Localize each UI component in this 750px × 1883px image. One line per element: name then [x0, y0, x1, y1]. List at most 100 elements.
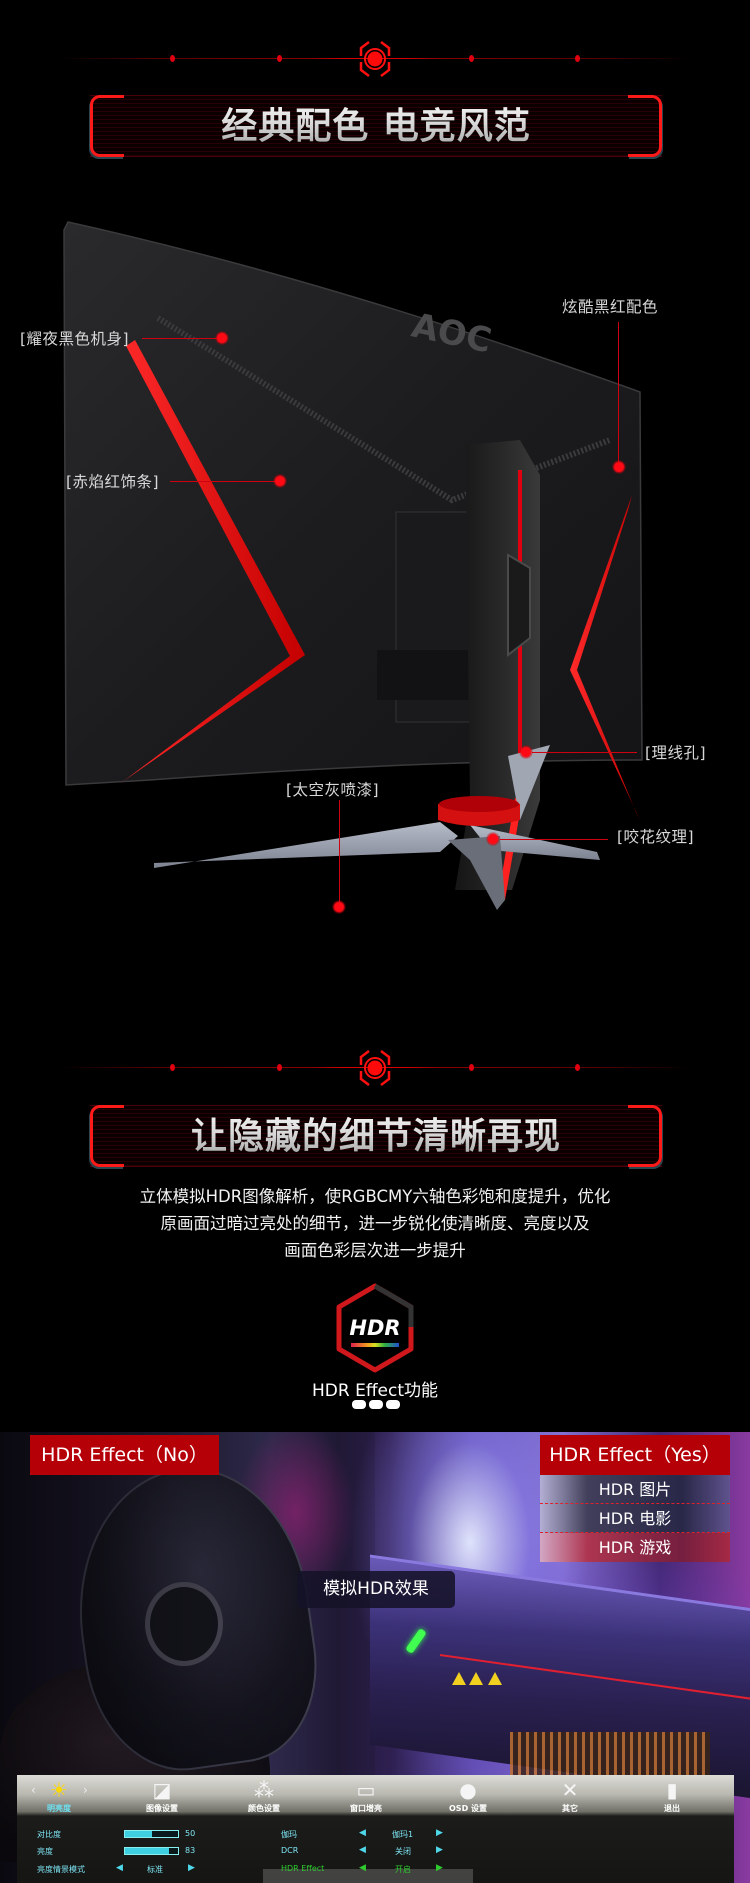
image-settings-icon: ◪ — [152, 1778, 172, 1802]
right-arrow-icon[interactable]: ▶ — [436, 1863, 443, 1873]
annotation-trim-label: [赤焰红饰条] — [66, 473, 160, 491]
hdr-mode-movie: HDR 电影 — [540, 1504, 730, 1533]
divider-dot — [575, 1064, 580, 1071]
gamma-value: 伽玛1 — [392, 1830, 414, 1839]
hdr-effect-on-label: HDR Effect（Yes） — [540, 1435, 730, 1475]
section-title: 经典配色 电竞风范 — [90, 96, 662, 158]
divider-dot — [170, 1064, 175, 1071]
right-arrow-icon[interactable]: ▶ — [436, 1828, 443, 1838]
osd-row-hdr-effect-label: HDR Effect — [281, 1864, 325, 1873]
banner-bracket-right — [628, 1105, 662, 1167]
warning-triangle-icon — [469, 1672, 483, 1685]
divider-dot — [170, 55, 175, 62]
target-emblem-icon — [359, 1050, 391, 1086]
osd-row-contrast-label: 对比度 — [37, 1830, 61, 1839]
banner-bracket-left — [90, 95, 124, 157]
divider-dot — [277, 1064, 282, 1071]
description-line: 画面色彩层次进一步提升 — [284, 1241, 466, 1260]
hdr-badge-caption: HDR Effect功能 — [311, 1381, 438, 1401]
color-settings-icon: ⁂ — [254, 1778, 274, 1802]
hdr-effect-selection-highlight — [263, 1869, 473, 1883]
divider-dot — [469, 1064, 474, 1071]
target-emblem-icon — [359, 41, 391, 77]
annotation-texture-dot — [486, 832, 500, 846]
section-divider — [60, 41, 690, 77]
annotation-texture-line — [500, 839, 608, 840]
annotation-paint-line — [339, 800, 340, 904]
right-arrow-icon[interactable]: ▶ — [188, 1863, 195, 1873]
brightness-value: 83 — [185, 1846, 196, 1855]
annotation-trim-line — [170, 481, 276, 482]
osd-settings-icon: ● — [459, 1778, 477, 1802]
carousel-indicator — [352, 1400, 400, 1409]
annotation-body-label: [耀夜黑色机身] — [20, 330, 130, 348]
osd-tab-color-settings[interactable]: ⁂ 颜色设置 — [219, 1777, 309, 1814]
hdr-badge-icon: HDR — [336, 1283, 414, 1373]
hdr-mode-picture: HDR 图片 — [540, 1475, 730, 1504]
tools-icon: ✕ — [561, 1778, 579, 1802]
annotation-body-line — [142, 338, 218, 339]
left-arrow-icon[interactable]: ◀ — [359, 1828, 366, 1838]
annotation-body-dot — [215, 331, 229, 345]
brightness-slider[interactable] — [124, 1847, 179, 1855]
osd-tab-exit[interactable]: ▮ 退出 — [627, 1777, 717, 1814]
divider-dot — [575, 55, 580, 62]
annotation-paint-label: [太空灰喷漆] — [286, 781, 380, 799]
simulated-hdr-label: 模拟HDR效果 — [297, 1571, 455, 1608]
banner-bracket-left — [90, 1105, 124, 1167]
osd-row-gamma-label: 伽玛 — [281, 1830, 297, 1839]
contrast-value: 50 — [185, 1829, 196, 1838]
brightness-icon: ☀ — [50, 1778, 68, 1802]
window-icon: ▭ — [356, 1778, 376, 1802]
annotation-paint-dot — [332, 900, 346, 914]
annotation-cable-label: [理线孔] — [645, 744, 707, 762]
left-arrow-icon[interactable]: ◀ — [359, 1863, 366, 1873]
section-title: 让隐藏的细节清晰再现 — [90, 1106, 662, 1168]
section-title-banner: 让隐藏的细节清晰再现 — [90, 1105, 662, 1167]
hdr-description: 立体模拟HDR图像解析，使RGBCMY六轴色彩饱和度提升，优化 原画面过暗过亮处… — [0, 1183, 750, 1264]
section-divider — [60, 1050, 690, 1086]
indicator-pill — [352, 1400, 366, 1409]
description-line: 立体模拟HDR图像解析，使RGBCMY六轴色彩饱和度提升，优化 — [139, 1187, 611, 1206]
exit-icon: ▮ — [666, 1778, 678, 1802]
scene-mode-value: 标准 — [147, 1865, 163, 1874]
osd-row-brightness-label: 亮度 — [37, 1847, 53, 1856]
annotation-cable-line — [532, 752, 637, 753]
left-arrow-icon[interactable]: ◀ — [359, 1845, 366, 1855]
osd-tab-other[interactable]: ✕ 其它 — [525, 1777, 615, 1814]
warning-triangle-icon — [452, 1672, 466, 1685]
divider-dot — [469, 55, 474, 62]
hdr-effect-value: 开启 — [395, 1865, 411, 1874]
osd-tab-window[interactable]: ▭ 窗口增亮 — [321, 1777, 411, 1814]
svg-text:HDR: HDR — [349, 1316, 400, 1340]
annotation-trim-dot — [273, 474, 287, 488]
section-title-banner: 经典配色 电竞风范 — [90, 95, 662, 157]
contrast-slider[interactable] — [124, 1830, 179, 1838]
next-tab-arrow-icon: › — [83, 1783, 88, 1797]
osd-tab-image-settings[interactable]: ◪ 图像设置 — [117, 1777, 207, 1814]
annotation-texture-label: [咬花纹理] — [617, 828, 695, 846]
description-line: 原画面过暗过亮处的细节，进一步锐化使清晰度、亮度以及 — [160, 1214, 590, 1233]
divider-dot — [277, 55, 282, 62]
indicator-pill — [369, 1400, 383, 1409]
monitor-back-illustration: AOC — [63, 221, 643, 910]
prev-tab-arrow-icon: ‹ — [31, 1783, 36, 1797]
annotation-color-dot — [612, 460, 626, 474]
warning-triangle-icon — [488, 1672, 502, 1685]
hdr-effect-off-label: HDR Effect（No） — [30, 1435, 219, 1475]
hdr-mode-list: HDR 图片 HDR 电影 HDR 游戏 — [540, 1475, 730, 1562]
osd-row-dcr-label: DCR — [281, 1846, 299, 1855]
dcr-value: 关闭 — [395, 1847, 411, 1856]
annotation-color-label: 炫酷黑红配色 — [562, 298, 659, 316]
left-arrow-icon[interactable]: ◀ — [116, 1863, 123, 1873]
annotation-cable-dot — [519, 745, 533, 759]
hdr-mode-game: HDR 游戏 — [540, 1533, 730, 1562]
right-arrow-icon[interactable]: ▶ — [436, 1845, 443, 1855]
osd-tab-osd-settings[interactable]: ● OSD 设置 — [423, 1777, 513, 1814]
osd-row-scene-mode-label: 亮度情景模式 — [37, 1865, 85, 1874]
osd-tab-brightness[interactable]: ☀ 明亮度 — [14, 1777, 104, 1814]
annotation-color-line — [618, 322, 619, 462]
osd-menu: ‹ › ☀ 明亮度 ◪ 图像设置 ⁂ 颜色设置 ▭ 窗口增亮 ● OSD 设置 … — [17, 1775, 734, 1883]
banner-bracket-right — [628, 95, 662, 157]
indicator-pill — [386, 1400, 400, 1409]
